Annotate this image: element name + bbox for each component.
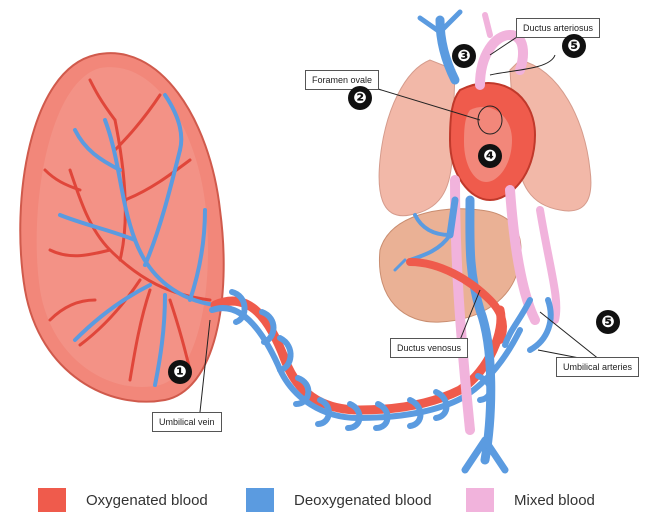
marker-2: ❷ bbox=[348, 86, 372, 110]
marker-3: ❸ bbox=[452, 44, 476, 68]
marker-5-right: ❺ bbox=[596, 310, 620, 334]
marker-5-top: ❺ bbox=[562, 34, 586, 58]
marker-4: ❹ bbox=[478, 144, 502, 168]
umbilical-vein-label: Umbilical vein bbox=[152, 412, 222, 432]
legend-label: Deoxygenated blood bbox=[294, 492, 432, 509]
legend-item-mixed: Mixed blood bbox=[466, 488, 595, 512]
foramen-ovale-label: Foramen ovale bbox=[305, 70, 379, 90]
heart bbox=[450, 83, 535, 200]
placenta bbox=[20, 53, 223, 401]
legend-item-deoxygenated: Deoxygenated blood bbox=[246, 488, 432, 512]
legend-swatch-mixed bbox=[466, 488, 494, 512]
ductus-venosus-label: Ductus venosus bbox=[390, 338, 468, 358]
legend: Oxygenated blood Deoxygenated blood Mixe… bbox=[0, 484, 648, 516]
legend-item-oxygenated: Oxygenated blood bbox=[38, 488, 208, 512]
umbilical-arteries-label: Umbilical arteries bbox=[556, 357, 639, 377]
legend-swatch-deoxygenated bbox=[246, 488, 274, 512]
legend-swatch-oxygenated bbox=[38, 488, 66, 512]
marker-1: ❶ bbox=[168, 360, 192, 384]
legend-label: Oxygenated blood bbox=[86, 492, 208, 509]
legend-label: Mixed blood bbox=[514, 492, 595, 509]
ductus-arteriosus-label: Ductus arteriosus bbox=[516, 18, 600, 38]
